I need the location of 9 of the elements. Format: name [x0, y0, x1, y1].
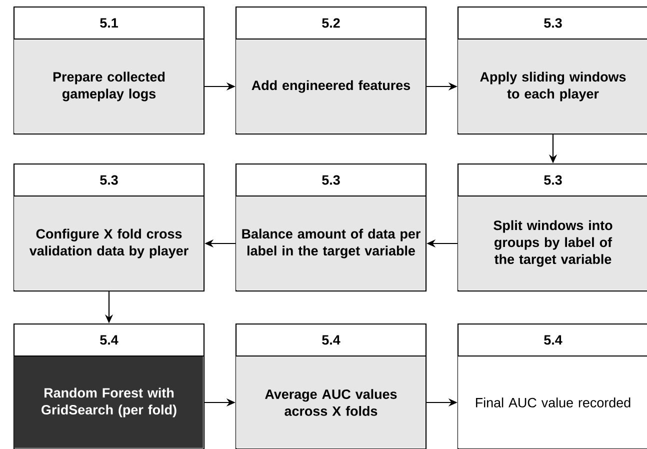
process-box: 5.3 Apply sliding windows to each player: [457, 6, 647, 135]
process-box: 5.3 Split windows into groups by label of the target variable: [457, 163, 647, 292]
process-box: 5.4 Random Forest with GridSearch (per fold): [13, 323, 205, 449]
process-box: 5.3 Balance amount of data per label in the target variable: [235, 163, 427, 292]
process-box: 5.1 Prepare collected gameplay logs: [13, 6, 205, 135]
process-box: 5.3 Configure X fold cross validation data by player: [13, 163, 205, 292]
process-box: 5.2 Add engineered features: [235, 6, 427, 135]
process-box: 5.4 Average AUC values across X folds: [235, 323, 427, 449]
process-box: 5.4 Final AUC value recorded: [457, 323, 647, 449]
